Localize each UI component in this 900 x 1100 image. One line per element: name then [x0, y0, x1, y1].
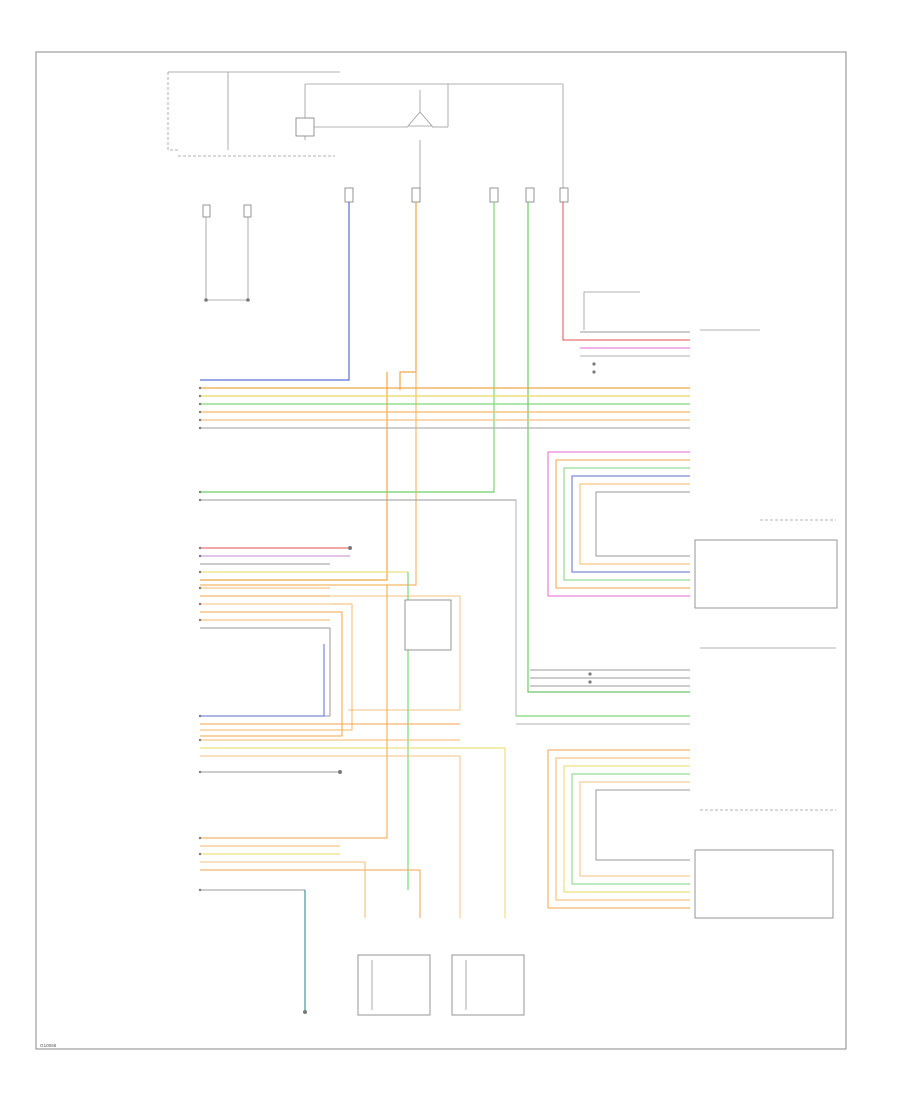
left-sub-circuit	[204, 217, 250, 302]
rear-window-motors	[303, 954, 525, 1016]
wire-red-feed	[562, 202, 690, 341]
rear-window-switch-wires	[200, 715, 506, 1012]
diagram-code: G10066	[40, 1043, 57, 1048]
top-power-section	[167, 71, 564, 190]
wire-blue-feed	[200, 202, 350, 381]
diagram-frame	[35, 51, 847, 1050]
switch-symbols	[338, 362, 596, 774]
passenger-door-module-wires	[547, 451, 690, 597]
wire-green-feed	[200, 202, 495, 493]
main-horizontal-bus	[200, 387, 690, 429]
wire-green-feed-2	[527, 202, 690, 693]
left-pin-columns	[198, 386, 202, 892]
wire-orange-feed-2	[200, 372, 388, 581]
fuse-block	[202, 187, 569, 218]
wire-orange-feed	[399, 202, 417, 390]
driver-switch-wires	[200, 491, 517, 890]
driver-door-module-wires	[516, 669, 690, 909]
right-top-connector-wires	[580, 291, 690, 357]
wire-orange-feed-3	[200, 372, 417, 586]
right-components	[694, 329, 838, 919]
